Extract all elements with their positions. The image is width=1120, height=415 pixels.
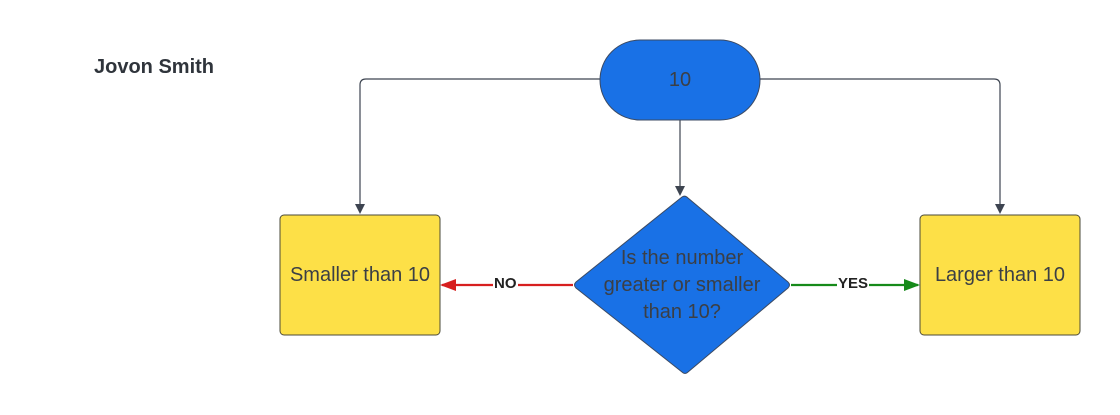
larger-node[interactable] — [919, 214, 1081, 336]
decision-node-label: Is the number greater or smaller than 10… — [603, 246, 761, 323]
connector-start-to-larger — [760, 78, 1005, 214]
start-node-label: 10 — [668, 68, 692, 91]
smaller-node[interactable] — [279, 214, 441, 336]
no-edge-label: NO — [493, 275, 518, 292]
larger-node-label: Larger than 10 — [934, 263, 1066, 286]
decision-node[interactable] — [574, 195, 790, 374]
yes-edge-label: YES — [837, 275, 870, 292]
connector-start-to-smaller — [355, 78, 600, 214]
start-node[interactable] — [599, 39, 761, 121]
smaller-node-label: Smaller than 10 — [289, 263, 431, 286]
author-name: Jovon Smith — [94, 56, 215, 78]
